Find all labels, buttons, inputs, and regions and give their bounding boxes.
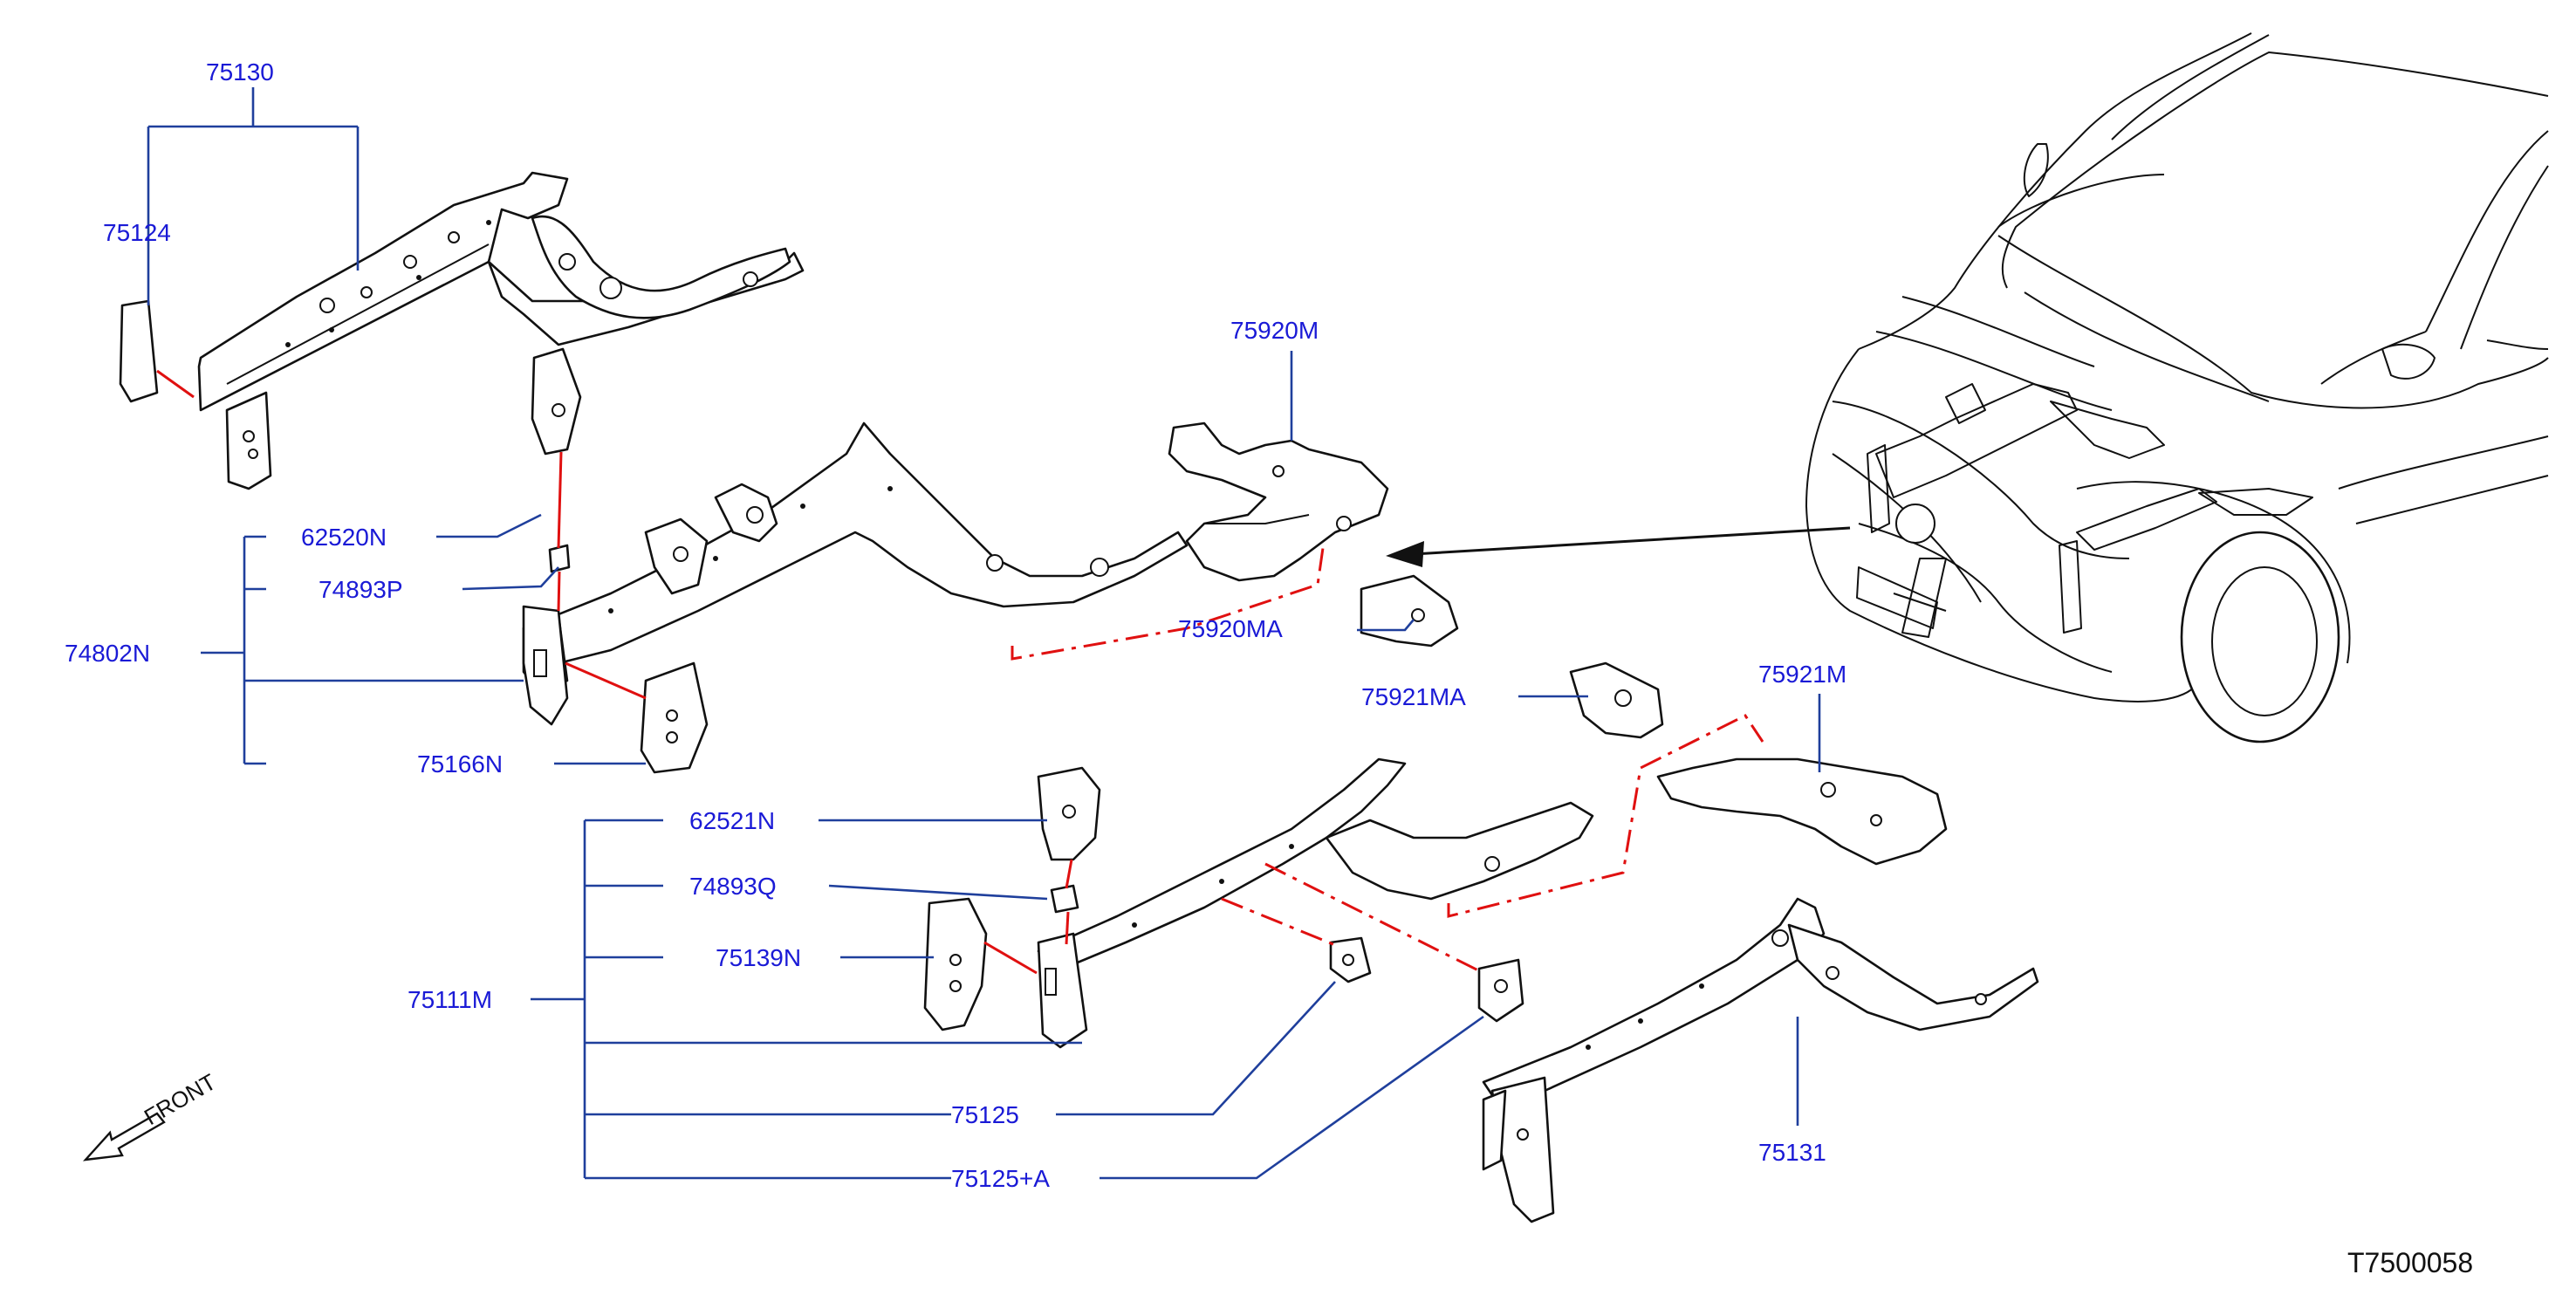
callout-75921m: 75921M — [1758, 661, 1846, 688]
part-75130-rail — [119, 171, 805, 490]
callout-75920m: 75920M — [1230, 317, 1319, 344]
part-75111m-frame — [923, 757, 1594, 1049]
callout-75125: 75125 — [951, 1101, 1019, 1128]
callout-75920ma: 75920MA — [1178, 615, 1283, 642]
connector-75124 — [156, 369, 195, 399]
connector-75920m — [1011, 523, 1328, 661]
callout-62520n: 62520N — [301, 524, 387, 551]
connector-62520n — [557, 451, 563, 549]
callout-75166n: 75166N — [417, 750, 503, 778]
vehicle-pointer-arrow — [1386, 526, 1851, 567]
front-indicator: FRONT — [82, 1068, 221, 1161]
callout-75124: 75124 — [103, 219, 171, 246]
callout-75139n: 75139N — [716, 944, 801, 971]
callout-74893q: 74893Q — [689, 873, 777, 900]
front-label: FRONT — [140, 1068, 221, 1130]
connector-75166n — [565, 661, 647, 700]
part-75921m-apron — [1569, 661, 1948, 866]
connector-75139n — [983, 941, 1038, 975]
diagram-code: T7500058 — [2347, 1247, 2473, 1278]
callout-74802n: 74802N — [65, 640, 150, 667]
callout-75111m: 75111M — [408, 986, 492, 1013]
callout-62521n: 62521N — [689, 807, 775, 834]
part-75920m-apron — [1168, 421, 1459, 648]
vehicle-illustration — [1805, 32, 2549, 743]
connector-75125 — [1221, 897, 1340, 949]
callout-75131: 75131 — [1758, 1139, 1826, 1166]
part-74802n-frame — [522, 347, 1189, 774]
callout-75125a: 75125+A — [951, 1165, 1050, 1192]
connector-74893q — [1065, 911, 1070, 945]
front-arrow-icon — [82, 1112, 166, 1161]
connector-74893p — [557, 571, 561, 612]
callout-75130: 75130 — [206, 58, 274, 86]
connector-75921m — [1447, 714, 1764, 918]
connector-75125a — [1264, 862, 1484, 975]
callout-74893p: 74893P — [319, 576, 403, 603]
callout-labels: 75130 75124 62520N 74893P 74802N 75166N … — [65, 58, 1846, 1192]
part-75131-rail — [1482, 897, 2039, 1223]
connector-62521n — [1065, 859, 1073, 889]
leader-lines — [147, 87, 1821, 1180]
callout-75921ma: 75921MA — [1361, 683, 1466, 710]
